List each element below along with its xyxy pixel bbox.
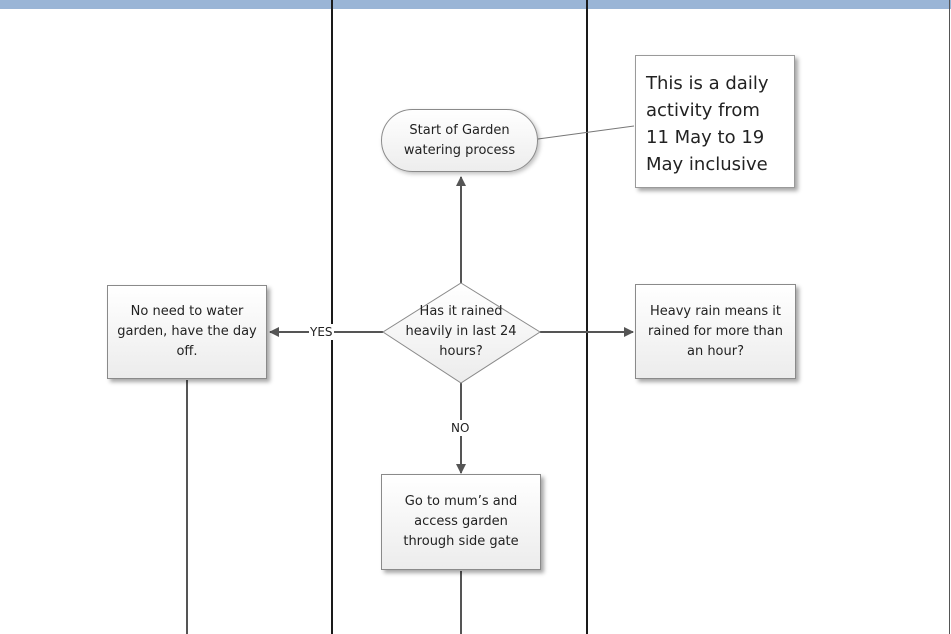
decision-text: Has it rained heavily in last 24 hours? [405,304,517,359]
definition-box-text: Heavy rain means it rained for more than… [648,303,783,359]
swimlane-divider-3 [949,0,950,634]
yes-outcome-box[interactable]: No need to water garden, have the day of… [107,285,267,379]
no-outcome-text: Go to mum’s and access garden through si… [403,494,519,549]
decision-diamond[interactable] [382,282,541,384]
swimlane-divider-2 [586,0,588,634]
no-edge-label: NO [450,420,471,436]
swimlane-divider-1 [331,0,333,634]
start-terminator[interactable]: Start of Garden watering process [381,109,538,172]
start-terminator-text: Start of Garden watering process [403,122,516,158]
annotation-note: This is a daily activity from 11 May to … [635,55,795,188]
note-connector [537,125,635,140]
no-outcome-box[interactable]: Go to mum’s and access garden through si… [381,474,541,570]
yes-edge-label: YES [309,324,334,340]
yes-outcome-text: No need to water garden, have the day of… [117,304,257,359]
swimlane-header-bar [0,0,951,9]
definition-box[interactable]: Heavy rain means it rained for more than… [635,284,796,379]
annotation-note-text: This is a daily activity from 11 May to … [646,73,769,175]
